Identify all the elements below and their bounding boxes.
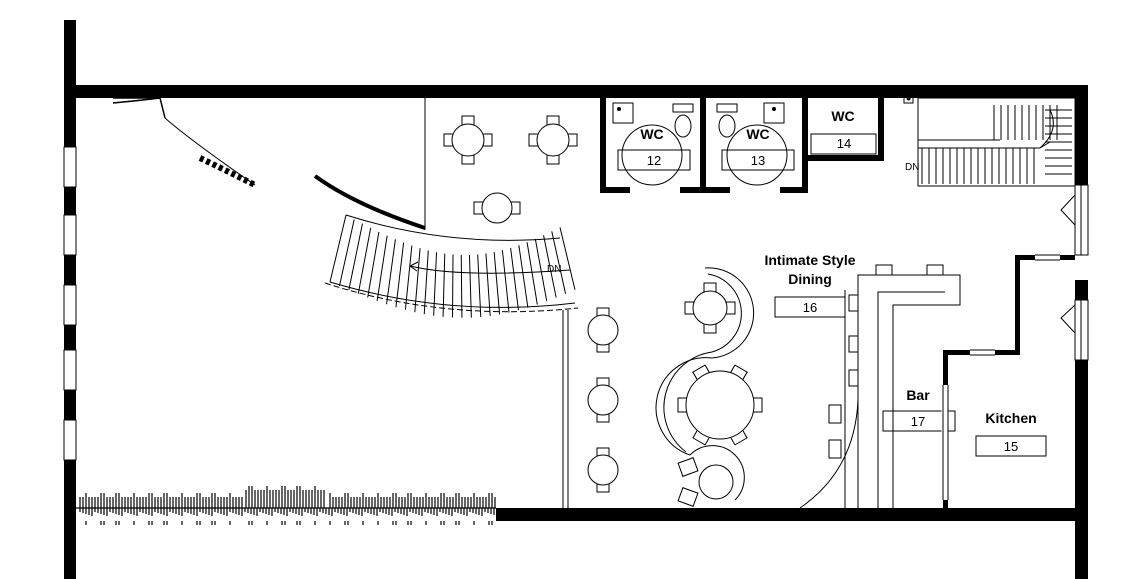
kitchen-title: Kitchen bbox=[985, 410, 1036, 426]
wc-14-title: WC bbox=[831, 108, 854, 124]
right-wall-windows bbox=[1060, 184, 1089, 361]
wc-13-number: 13 bbox=[751, 153, 765, 168]
curved-stair-dn-label: DN bbox=[547, 264, 561, 275]
wc-fixtures bbox=[612, 102, 877, 186]
kitchen-number: 15 bbox=[1004, 439, 1018, 454]
bottom-wall-hatching bbox=[76, 486, 496, 525]
left-wall-windows bbox=[63, 146, 77, 461]
wc-walls bbox=[600, 98, 884, 193]
dining-title-line2: Dining bbox=[788, 271, 832, 287]
corner-door[interactable] bbox=[112, 97, 166, 119]
dining-title-line1: Intimate Style bbox=[764, 252, 855, 268]
curved-partitions bbox=[164, 117, 426, 230]
dining-tables bbox=[443, 115, 763, 507]
bar-counter bbox=[799, 264, 961, 509]
wc-12-title: WC bbox=[640, 126, 663, 142]
partition-lines bbox=[424, 98, 569, 508]
right-staircase bbox=[903, 93, 1076, 187]
bar-number: 17 bbox=[911, 414, 925, 429]
wc-12-number: 12 bbox=[647, 153, 661, 168]
wc-14-number: 14 bbox=[837, 136, 851, 151]
bar-title: Bar bbox=[906, 387, 930, 403]
curved-booth-partition bbox=[655, 267, 755, 501]
wc-13-title: WC bbox=[746, 126, 769, 142]
curved-staircase bbox=[324, 214, 579, 318]
right-stair-dn-label: DN bbox=[905, 162, 919, 173]
dining-number: 16 bbox=[803, 300, 817, 315]
